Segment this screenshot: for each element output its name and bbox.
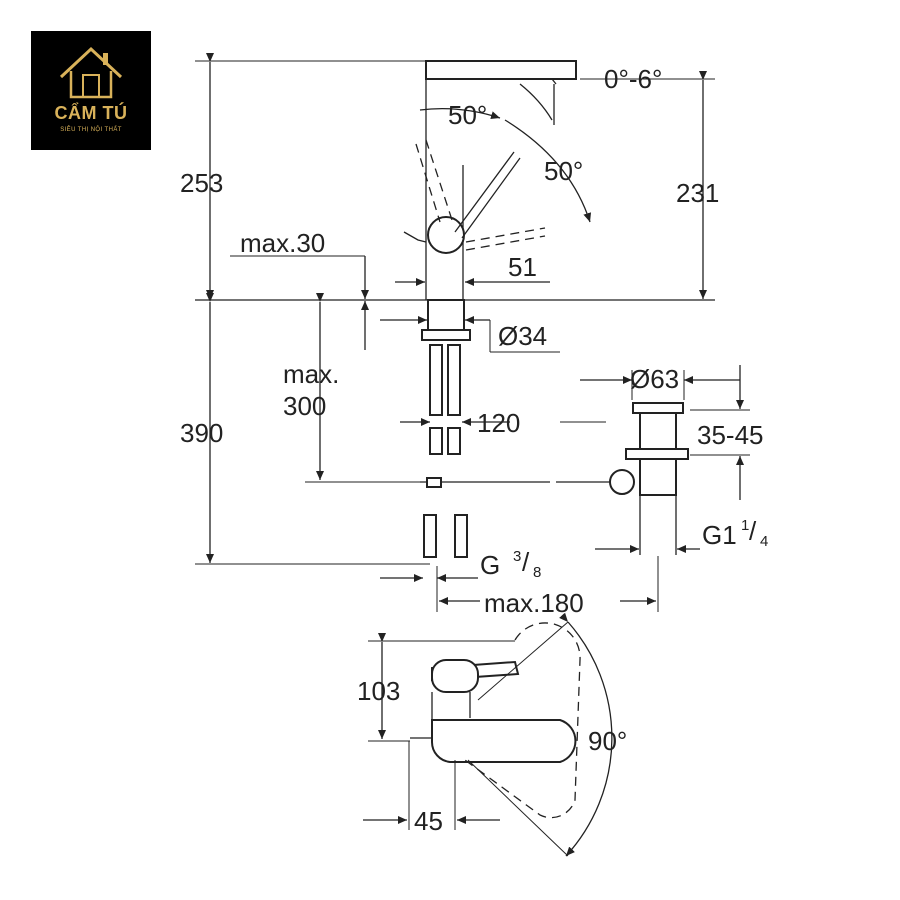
label-spout-height: 231 xyxy=(676,178,719,208)
label-hose-thread-num: 3 xyxy=(513,548,521,565)
label-plan-depth: 103 xyxy=(357,676,400,706)
label-hose-spacing: 120 xyxy=(477,408,520,438)
house-icon xyxy=(59,46,123,99)
label-shank-diameter: Ø34 xyxy=(498,321,547,351)
label-lever-angle-top: 50° xyxy=(448,100,487,130)
label-hose-thread: G xyxy=(480,550,500,580)
label-drain-reach: max.180 xyxy=(484,588,584,618)
faucet-plan-view xyxy=(363,612,613,857)
label-drain-diameter: Ø63 xyxy=(630,364,679,394)
dimension-labels: 0°-6° 50° 50° 253 231 max.30 51 Ø34 390 … xyxy=(180,64,768,836)
label-plan-offset: 45 xyxy=(414,806,443,836)
label-drain-thread-num: 1 xyxy=(741,517,749,534)
label-plan-rotation: 90° xyxy=(588,726,627,756)
label-lever-angle-side: 50° xyxy=(544,156,583,186)
label-total-height: 253 xyxy=(180,168,223,198)
label-body-width: 51 xyxy=(508,252,537,282)
logo-tagline: SIÊU THỊ NỘI THẤT xyxy=(60,127,122,133)
label-hose-max-2: 300 xyxy=(283,391,326,421)
label-drain-range: 35-45 xyxy=(697,420,764,450)
svg-text:/: / xyxy=(522,547,530,577)
svg-text:/: / xyxy=(749,516,757,546)
label-hose-max-1: max. xyxy=(283,359,339,389)
drain-assembly xyxy=(609,402,689,555)
label-below-deck: 390 xyxy=(180,418,223,448)
faucet-side-view xyxy=(195,60,715,558)
label-drain-thread: G1 xyxy=(702,520,737,550)
label-drain-thread-den: 4 xyxy=(760,533,768,550)
label-hose-thread-den: 8 xyxy=(533,564,541,581)
brand-logo: CẨM TÚ SIÊU THỊ NỘI THẤT xyxy=(31,31,151,150)
label-spout-tilt: 0°-6° xyxy=(604,64,662,94)
logo-brand-name: CẨM TÚ xyxy=(54,103,128,123)
label-deck-max: max.30 xyxy=(240,228,325,258)
dimension-lines xyxy=(195,53,750,612)
